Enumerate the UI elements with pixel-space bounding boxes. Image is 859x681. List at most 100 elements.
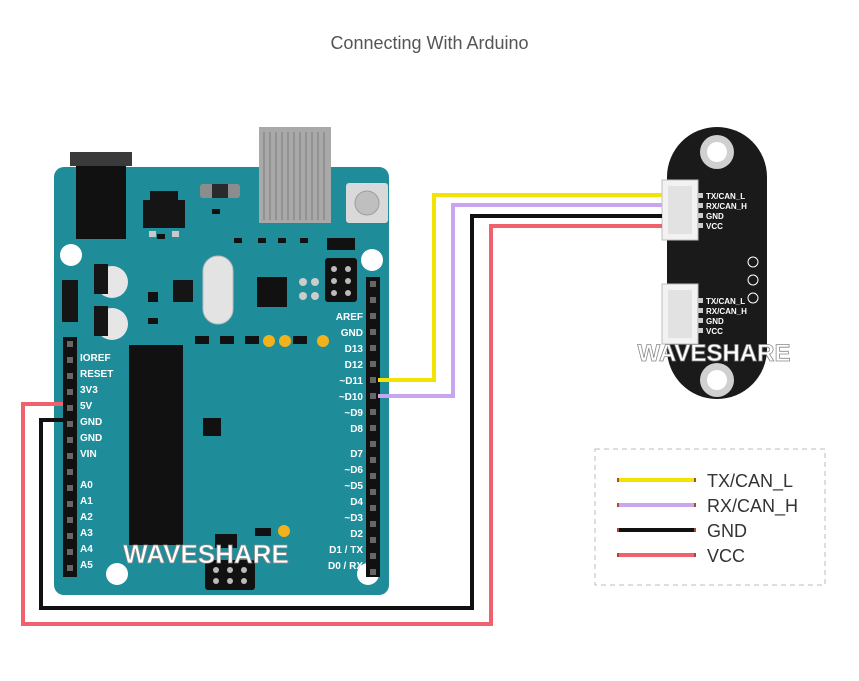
header-pin — [370, 569, 376, 575]
header-pin — [67, 405, 73, 411]
header-pin — [370, 313, 376, 319]
module-pin-label: RX/CAN_H — [706, 307, 747, 316]
mount-hole — [361, 249, 383, 271]
reset-button — [346, 183, 388, 223]
legend-label-vcc: VCC — [707, 546, 745, 566]
header-pin — [370, 361, 376, 367]
header-pin — [67, 469, 73, 475]
header-pin — [67, 485, 73, 491]
diode — [62, 280, 78, 322]
led — [279, 335, 291, 347]
icsp-header-bottom — [205, 560, 255, 590]
header-pin — [370, 505, 376, 511]
header-pin — [370, 521, 376, 527]
header-pin — [370, 345, 376, 351]
header-pin — [67, 437, 73, 443]
pin-label-gnd: GND — [80, 417, 102, 428]
page-title: Connecting With Arduino — [330, 33, 529, 53]
module-brand-watermark: WAVESHARE — [638, 340, 791, 367]
module-pin-label: GND — [706, 212, 724, 221]
status-led — [747, 292, 759, 304]
pin-label-d5: ~D5 — [344, 481, 363, 492]
header-pin — [370, 297, 376, 303]
pin-label-d13: D13 — [345, 344, 364, 355]
pin-label-a4: A4 — [80, 544, 93, 555]
legend-label-rx: RX/CAN_H — [707, 496, 798, 517]
pin-label-a5: A5 — [80, 560, 93, 571]
pin-label-d10: ~D10 — [339, 392, 364, 403]
status-led — [747, 274, 759, 286]
header-pin — [67, 565, 73, 571]
icsp-header — [325, 258, 357, 302]
pin-label-3v3: 3V3 — [80, 385, 98, 396]
pin-label-d6: ~D6 — [344, 465, 363, 476]
arduino-board: IOREF RESET 3V3 5V GND GND VIN A0 A1 A2 … — [54, 127, 389, 595]
header-pin — [67, 421, 73, 427]
module-pin-label: VCC — [706, 327, 723, 336]
header-pin — [67, 453, 73, 459]
mount-hole — [60, 244, 82, 266]
header-pin — [67, 533, 73, 539]
pin-label-5v: 5V — [80, 401, 93, 412]
pin-label-d3: ~D3 — [344, 513, 363, 524]
pin-label-gnd: GND — [341, 328, 363, 339]
power-jack — [70, 152, 132, 239]
module-pin-label: GND — [706, 317, 724, 326]
header-pin — [67, 389, 73, 395]
small-ic — [327, 238, 355, 250]
voltage-regulator — [143, 191, 185, 237]
pin-label-d2: D2 — [350, 529, 363, 540]
header-pin — [370, 393, 376, 399]
crystal — [202, 255, 234, 325]
header-pin — [67, 501, 73, 507]
pin-label-d12: D12 — [345, 360, 364, 371]
pin-label-gnd: GND — [80, 433, 102, 444]
module-connector-1 — [661, 179, 699, 241]
pin-label-d11: ~D11 — [339, 376, 363, 387]
module-pin-label: TX/CAN_L — [706, 192, 745, 201]
pin-label-d0-rx: D0 / RX — [328, 561, 363, 572]
module-pin-label: VCC — [706, 222, 723, 231]
header-pin — [370, 409, 376, 415]
pin-label-a3: A3 — [80, 528, 93, 539]
pin-label-a1: A1 — [80, 496, 93, 507]
mcu-chip — [129, 345, 183, 545]
small-ic — [173, 280, 193, 302]
small-ic — [203, 418, 221, 436]
legend-label-gnd: GND — [707, 521, 747, 541]
mount-hole — [106, 563, 128, 585]
wire-vcc — [21, 224, 662, 626]
pin-label-aref: AREF — [336, 312, 363, 323]
arduino-brand-watermark: WAVESHARE — [123, 539, 289, 569]
pin-label-d4: D4 — [350, 497, 363, 508]
header-pin — [370, 281, 376, 287]
pin-label-reset: RESET — [80, 369, 113, 380]
header-pin — [370, 457, 376, 463]
header-pin — [370, 329, 376, 335]
header-pin — [370, 473, 376, 479]
can-module: TX/CAN_L RX/CAN_H GND VCC TX/CAN_L RX/CA… — [637, 127, 791, 399]
pin-label-d7: D7 — [350, 449, 363, 460]
header-pin — [67, 357, 73, 363]
module-pin-label: RX/CAN_H — [706, 202, 747, 211]
wire-gnd — [39, 214, 662, 610]
header-pin — [67, 373, 73, 379]
pin-label-d9: ~D9 — [344, 408, 363, 419]
wire-rx-can-h — [378, 203, 662, 398]
header-pin — [370, 377, 376, 383]
module-connector-2 — [661, 283, 699, 345]
led — [263, 335, 275, 347]
module-pin-label: TX/CAN_L — [706, 297, 745, 306]
pin-label-ioref: IOREF — [80, 353, 111, 364]
led — [317, 335, 329, 347]
wire-tx-can-l — [378, 193, 662, 382]
pin-label-vin: VIN — [80, 449, 97, 460]
usb-controller-ic — [257, 277, 287, 307]
pin-label-d1-tx: D1 / TX — [329, 545, 363, 556]
status-led — [747, 256, 759, 268]
header-pin — [370, 489, 376, 495]
header-pin — [370, 537, 376, 543]
led — [278, 525, 290, 537]
